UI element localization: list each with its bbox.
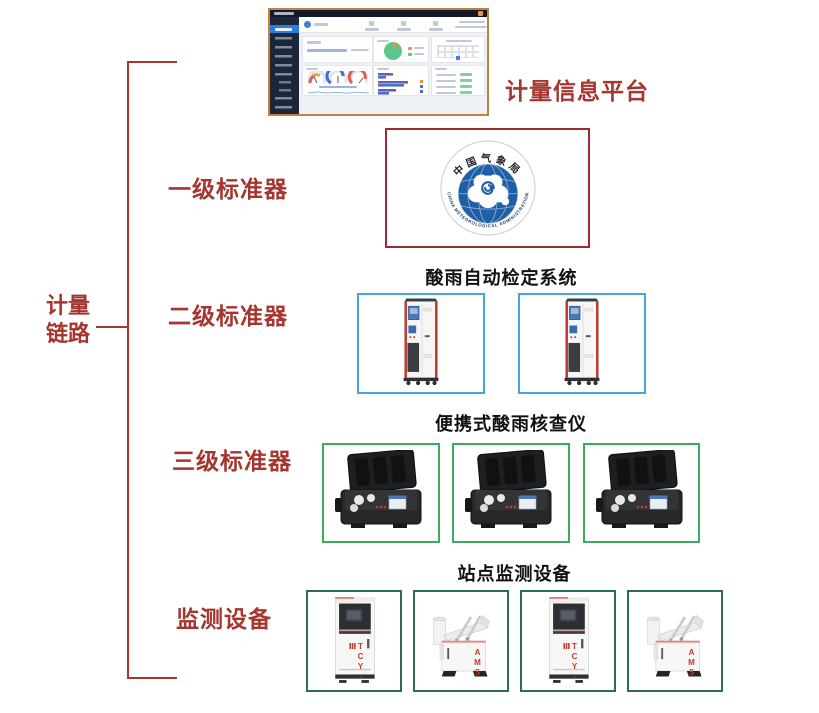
bracket-top-line xyxy=(127,61,177,63)
monitoring-device-box-3: TCY-Ⅲ xyxy=(520,590,616,692)
portable-checker-case xyxy=(331,448,431,537)
level2-device-box-1 xyxy=(357,293,485,394)
ams-device-label: AMS xyxy=(473,647,482,678)
bracket-vertical-line xyxy=(127,61,129,679)
verification-cabinet xyxy=(553,296,611,391)
bracket-bottom-line xyxy=(127,677,177,679)
dashboard-list-card xyxy=(431,65,485,96)
tcy-monitor-cabinet: TCY-Ⅲ xyxy=(326,592,382,691)
ams-device-label: AMS xyxy=(687,647,696,678)
platform-dashboard-screenshot xyxy=(268,8,489,116)
trend-sparkline xyxy=(307,91,370,94)
level1-standard-box: 中国气象局 CHINA METEOROLOGICAL ADMINISTRATIO… xyxy=(385,128,590,248)
calendar-selected-day xyxy=(456,56,460,60)
dashboard-pie-chart-card xyxy=(373,36,429,63)
dashboard-calendar-card xyxy=(431,36,485,63)
monitoring-device-box-4: AMS xyxy=(627,590,723,692)
tcy-monitor-cabinet: TCY-Ⅲ xyxy=(540,592,596,691)
chain-label: 计量 链路 xyxy=(42,292,94,348)
chain-label-line2: 链路 xyxy=(45,321,90,346)
dashboard-user-avatar-icon xyxy=(478,11,483,16)
tcy-device-label: TCY-Ⅲ xyxy=(562,641,579,682)
level3-title: 便携式酸雨核查仪 xyxy=(435,414,587,434)
label-level2: 二级标准器 xyxy=(168,303,288,329)
gauge-charts xyxy=(307,71,369,85)
portable-checker-case xyxy=(461,448,561,537)
level3-device-box-1 xyxy=(322,443,440,543)
label-monitoring: 监测设备 xyxy=(176,606,272,632)
ams-sampler: AMS xyxy=(429,592,493,691)
dashboard-toolbar xyxy=(299,17,487,33)
label-level3: 三级标准器 xyxy=(172,448,292,474)
label-level1: 一级标准器 xyxy=(168,176,288,202)
dashboard-bar-chart-card xyxy=(373,65,429,96)
dashboard-menu-items xyxy=(275,37,292,81)
bracket-mid-connector xyxy=(96,326,127,328)
monitoring-device-box-2: AMS xyxy=(413,590,509,692)
dashboard-submenu-items xyxy=(279,81,291,97)
dashboard-notice-card xyxy=(302,36,373,63)
dashboard-logo xyxy=(274,12,294,15)
tcy-device-label: TCY-Ⅲ xyxy=(348,641,365,682)
dashboard-gauges-card xyxy=(302,65,373,96)
bar-chart xyxy=(378,73,423,95)
level2-title: 酸雨自动检定系统 xyxy=(425,268,578,288)
level3-device-box-2 xyxy=(452,443,570,543)
chain-label-line1: 计量 xyxy=(45,293,90,318)
dashboard-sidebar xyxy=(270,17,299,114)
level2-device-box-2 xyxy=(518,293,646,394)
dashboard-home-icon xyxy=(304,21,311,28)
verification-cabinet xyxy=(392,296,450,391)
dashboard-menu-items-lower xyxy=(275,97,292,114)
pie-chart xyxy=(384,42,402,60)
level3-device-box-3 xyxy=(583,443,700,543)
dashboard-active-menu-label xyxy=(275,28,292,31)
monitoring-device-box-1: TCY-Ⅲ xyxy=(306,590,402,692)
monitoring-title: 站点监测设备 xyxy=(457,564,572,584)
label-platform: 计量信息平台 xyxy=(505,78,649,104)
ams-sampler: AMS xyxy=(643,592,707,691)
cma-logo: 中国气象局 CHINA METEOROLOGICAL ADMINISTRATIO… xyxy=(439,140,536,236)
portable-checker-case xyxy=(592,448,692,537)
calendar-grid xyxy=(437,45,479,58)
dashboard-topbar xyxy=(270,10,487,17)
